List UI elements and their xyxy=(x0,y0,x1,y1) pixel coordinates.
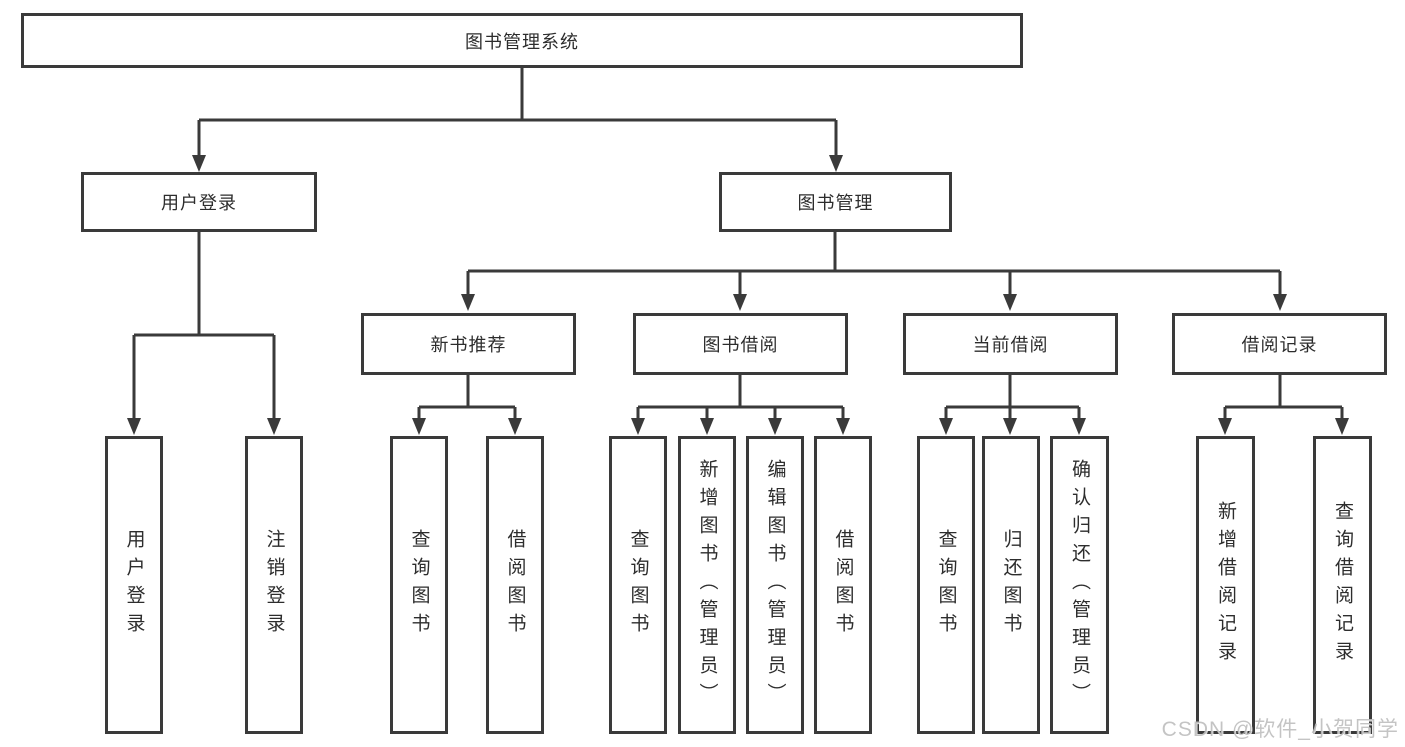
leaf-return-books: 归还图书 xyxy=(982,436,1040,734)
arrow-down-icon xyxy=(829,155,843,172)
edge-new-book-to-leaves xyxy=(412,375,522,435)
arrow-down-icon xyxy=(412,418,426,435)
arrow-down-icon xyxy=(1072,418,1086,435)
arrow-down-icon xyxy=(508,418,522,435)
edge-root-to-level2 xyxy=(192,68,843,172)
node-current-borrow: 当前借阅 xyxy=(903,313,1118,375)
leaf-query-books-recommend: 查询图书 xyxy=(390,436,448,734)
arrow-down-icon xyxy=(939,418,953,435)
leaf-add-borrow-record: 新增借阅记录 xyxy=(1196,436,1255,734)
leaf-confirm-return-admin: 确认归还（管理员） xyxy=(1050,436,1109,734)
arrow-down-icon xyxy=(267,418,281,435)
arrow-down-icon xyxy=(836,418,850,435)
edge-book-borrow-to-leaves xyxy=(631,375,850,435)
arrow-down-icon xyxy=(1273,294,1287,311)
node-new-book-recommend: 新书推荐 xyxy=(361,313,576,375)
node-root: 图书管理系统 xyxy=(21,13,1023,68)
node-book-management: 图书管理 xyxy=(719,172,952,232)
arrow-down-icon xyxy=(1218,418,1232,435)
leaf-query-books-current: 查询图书 xyxy=(917,436,975,734)
edge-borrow-records-to-leaves xyxy=(1218,375,1349,435)
arrow-down-icon xyxy=(1003,294,1017,311)
leaf-logout: 注销登录 xyxy=(245,436,303,734)
leaf-edit-book-admin: 编辑图书（管理员） xyxy=(746,436,804,734)
leaf-borrow-books-recommend: 借阅图书 xyxy=(486,436,544,734)
node-book-borrow: 图书借阅 xyxy=(633,313,848,375)
arrow-down-icon xyxy=(127,418,141,435)
leaf-query-books-borrow: 查询图书 xyxy=(609,436,667,734)
arrow-down-icon xyxy=(733,294,747,311)
node-borrow-records: 借阅记录 xyxy=(1172,313,1387,375)
arrow-down-icon xyxy=(461,294,475,311)
arrow-down-icon xyxy=(768,418,782,435)
node-user-login-branch: 用户登录 xyxy=(81,172,317,232)
edge-book-management-to-level3 xyxy=(461,232,1287,311)
leaf-user-login: 用户登录 xyxy=(105,436,163,734)
arrow-down-icon xyxy=(631,418,645,435)
arrow-down-icon xyxy=(1003,418,1017,435)
csdn-watermark: CSDN @软件_小贺同学 xyxy=(1161,718,1399,741)
edge-current-borrow-to-leaves xyxy=(939,375,1086,435)
arrow-down-icon xyxy=(700,418,714,435)
edge-user-login-to-leaves xyxy=(127,232,281,435)
leaf-borrow-books: 借阅图书 xyxy=(814,436,872,734)
leaf-query-borrow-record: 查询借阅记录 xyxy=(1313,436,1372,734)
leaf-add-book-admin: 新增图书（管理员） xyxy=(678,436,736,734)
arrow-down-icon xyxy=(1335,418,1349,435)
arrow-down-icon xyxy=(192,155,206,172)
